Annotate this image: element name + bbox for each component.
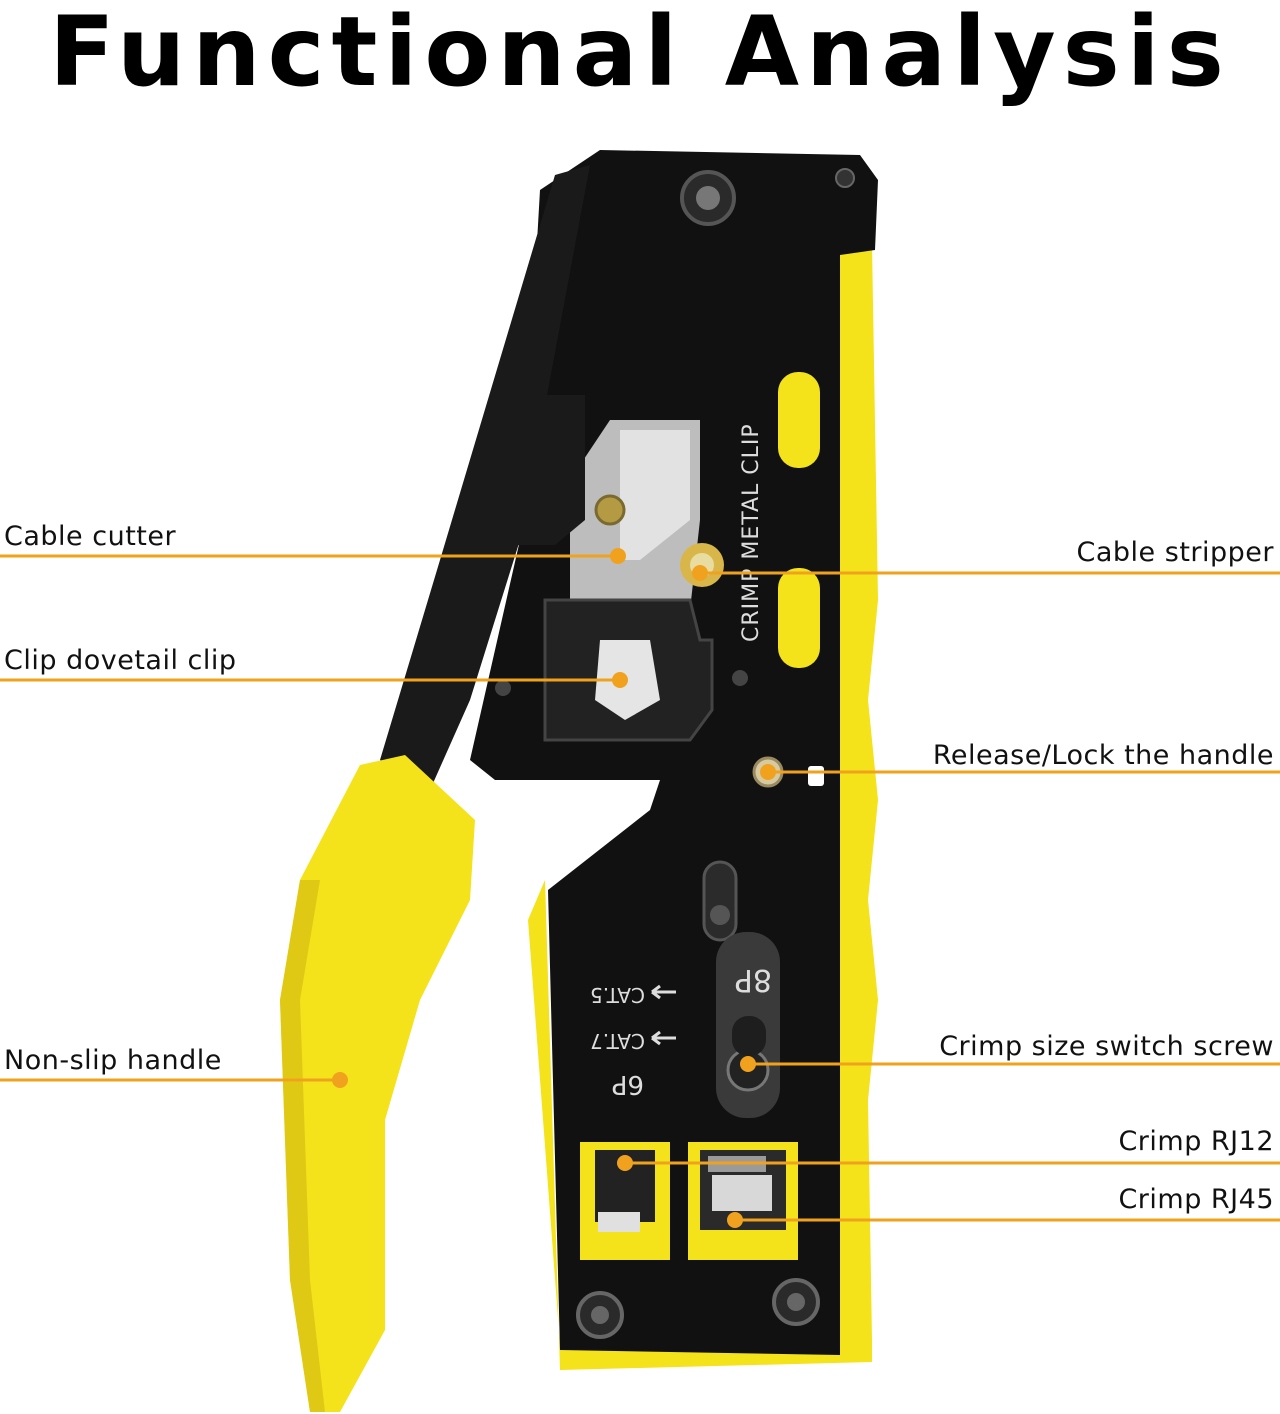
leader-cable-cutter (0, 548, 626, 564)
label-release-lock-handle: Release/Lock the handle (932, 740, 1274, 771)
leader-release-lock-handle (760, 764, 1280, 780)
label-clip-dovetail-clip: Clip dovetail clip (4, 645, 237, 676)
handle-yellow (280, 755, 475, 1412)
handle-shadow (280, 880, 325, 1412)
label-non-slip-handle: Non-slip handle (4, 1045, 222, 1076)
marking-cat7: CAT.7 (590, 1029, 645, 1053)
leader-cable-stripper (692, 565, 1280, 581)
marking-cat5: CAT.5 (590, 983, 645, 1007)
upper-lever (380, 165, 590, 790)
leader-crimp-rj45 (727, 1212, 1280, 1228)
label-cable-stripper: Cable stripper (1076, 537, 1274, 568)
leader-non-slip-handle (0, 1072, 348, 1088)
leader-clip-dovetail-clip (0, 672, 628, 688)
label-cable-cutter: Cable cutter (4, 521, 177, 552)
leader-crimp-size-switch-screw (740, 1056, 1280, 1072)
yellow-slot-mid (778, 568, 820, 668)
marking-6p: 6P (612, 1069, 644, 1099)
upper-jaw-cover (500, 395, 585, 545)
leader-crimp-rj12 (617, 1155, 1280, 1171)
label-crimp-rj12: Crimp RJ12 (1118, 1126, 1274, 1157)
marking-crimp-metal-clip: CRIMP METAL CLIP (739, 423, 764, 642)
page-title: Functional Analysis (49, 0, 1231, 108)
yellow-slot-top (778, 372, 820, 468)
label-crimp-rj45: Crimp RJ45 (1118, 1184, 1274, 1215)
label-crimp-size-switch-screw: Crimp size switch screw (939, 1031, 1274, 1062)
body-yellow-grip (840, 245, 878, 1360)
marking-8p: 8P (735, 962, 772, 997)
